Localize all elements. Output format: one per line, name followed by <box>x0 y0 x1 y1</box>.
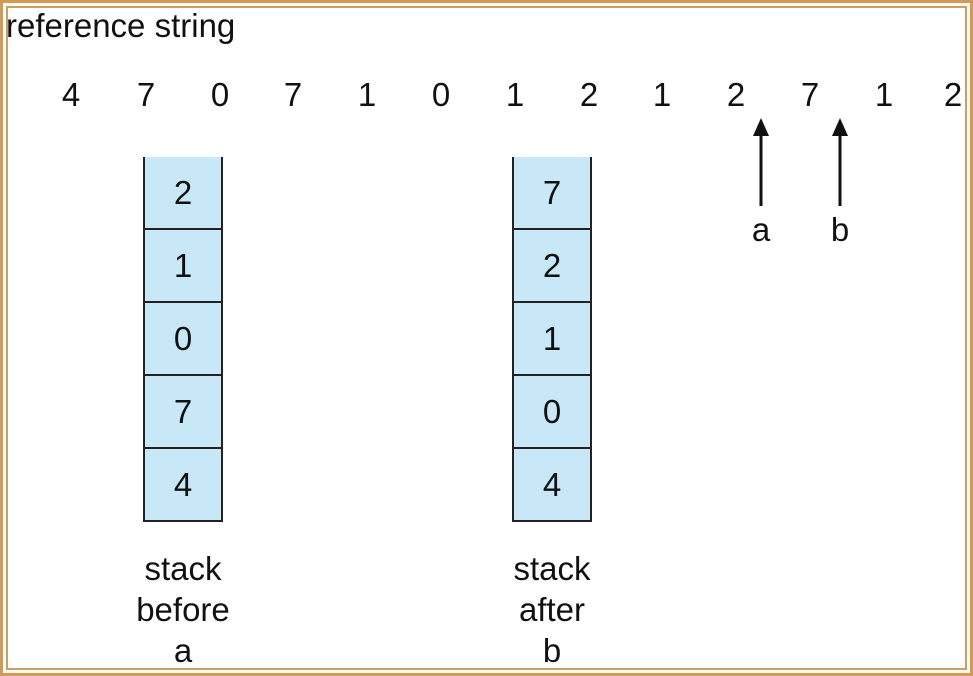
reference-value: 2 <box>579 76 599 113</box>
stack-cell: 4 <box>145 449 221 522</box>
reference-value: 2 <box>943 76 963 113</box>
reference-value: 7 <box>800 76 820 113</box>
reference-value: 7 <box>136 76 156 113</box>
reference-value: 1 <box>874 76 894 113</box>
stack-before-caption: stack before a <box>103 548 263 671</box>
stack-cell: 1 <box>145 230 221 303</box>
reference-value: 1 <box>357 76 377 113</box>
reference-value: 1 <box>652 76 672 113</box>
caption-line: stack <box>144 550 222 587</box>
stack-cell: 1 <box>514 303 590 376</box>
stack-before-a: 2 1 0 7 4 <box>143 157 223 522</box>
stack-cell: 2 <box>145 157 221 230</box>
caption-line: a <box>173 632 193 669</box>
stack-cell: 0 <box>514 376 590 449</box>
stack-cell: 4 <box>514 449 590 522</box>
marker-a-arrow <box>753 118 769 206</box>
reference-value: 0 <box>210 76 230 113</box>
marker-b-arrow <box>832 118 848 206</box>
marker-b-label: b <box>830 211 850 248</box>
caption-line: after <box>518 591 586 628</box>
marker-a-label: a <box>751 211 771 248</box>
stack-after-caption: stack after b <box>472 548 632 671</box>
caption-line: before <box>136 591 230 628</box>
reference-value: 2 <box>726 76 746 113</box>
stack-cell: 7 <box>145 376 221 449</box>
stack-cell: 0 <box>145 303 221 376</box>
caption-line: stack <box>513 550 591 587</box>
diagram-title: reference string <box>6 7 236 44</box>
reference-value: 1 <box>505 76 525 113</box>
reference-value: 0 <box>431 76 451 113</box>
stack-cell: 7 <box>514 157 590 230</box>
reference-value: 7 <box>283 76 303 113</box>
caption-line: b <box>542 632 562 669</box>
stack-after-b: 7 2 1 0 4 <box>512 157 592 522</box>
reference-value: 4 <box>61 76 81 113</box>
stack-cell: 2 <box>514 230 590 303</box>
